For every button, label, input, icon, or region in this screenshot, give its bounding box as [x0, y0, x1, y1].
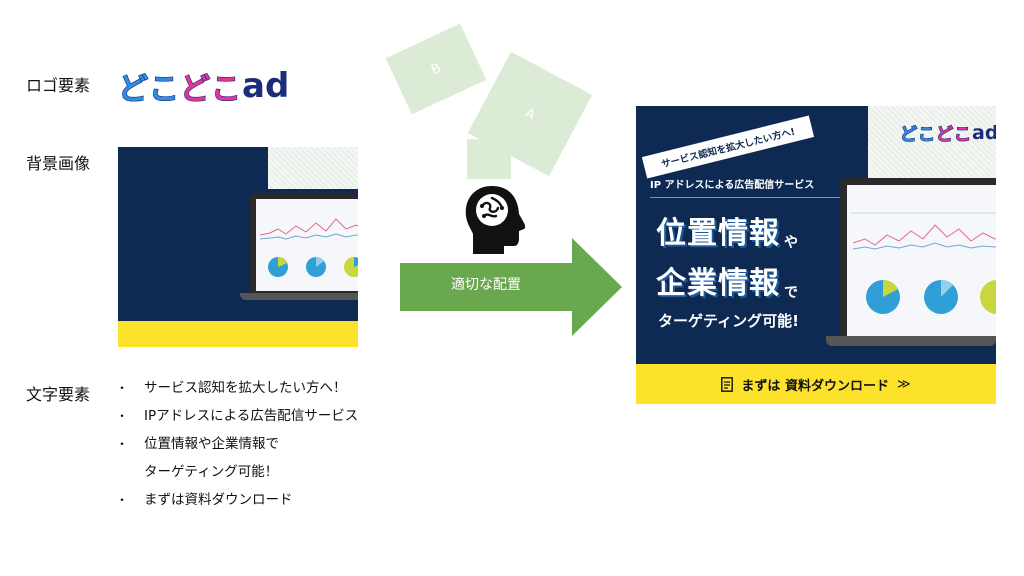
banner-laptop-base — [826, 336, 996, 346]
list-item: ・サービス認知を拡大したい方へ！ — [116, 380, 347, 396]
banner-dashboard-graphic — [851, 212, 996, 314]
logo-char-3: ど — [179, 71, 210, 107]
logo-char-2: こ — [148, 71, 179, 107]
process-arrow — [400, 238, 622, 336]
arrow-label: 適切な配置 — [451, 277, 521, 293]
banner-line3: ターゲティング可能! — [658, 312, 799, 330]
floating-card-b: B — [385, 23, 487, 115]
brain-head-icon — [465, 186, 526, 254]
banner-laptop-screen — [840, 178, 996, 336]
logo-suffix: ad — [242, 66, 290, 106]
laptop-screen — [250, 193, 358, 293]
floating-card-small — [467, 139, 511, 179]
list-item-continuation: ターゲティング可能！ — [144, 464, 279, 480]
banner-logo: ど こ ど こ ad — [899, 121, 996, 146]
background-image-sample — [118, 147, 358, 347]
banner-dashboard — [847, 185, 996, 336]
label-background-image: 背景画像 — [26, 154, 91, 173]
laptop-base — [240, 293, 358, 300]
label-text-element: 文字要素 — [26, 385, 91, 404]
logo-char-1: ど — [117, 71, 148, 107]
yellow-strip — [118, 321, 358, 347]
dashboard-screen — [256, 199, 358, 291]
logo-char-4: こ — [210, 71, 241, 107]
banner-line1: 位置情報 や — [656, 216, 799, 251]
download-cta-button[interactable]: まずは 資料ダウンロード ≫ — [636, 364, 996, 404]
text-element-list: ・サービス認知を拡大したい方へ！ ・IPアドレスによる広告配信サービス ・位置情… — [116, 374, 358, 514]
hatch-pattern — [268, 147, 358, 189]
dashboard-graphic — [259, 218, 358, 277]
label-logo-element: ロゴ要素 — [26, 76, 91, 95]
double-chevron-right-icon: ≫ — [896, 376, 911, 392]
list-item: ・まずは資料ダウンロード — [116, 492, 293, 508]
banner-ribbon: サービス認知を拡大したい方へ! — [641, 115, 815, 179]
cta-label: まずは 資料ダウンロード — [741, 378, 889, 394]
banner-line2: 企業情報 で — [656, 266, 799, 301]
result-banner: ど こ ど こ ad サービス認知を拡大したい方へ! IP アドレスによる広告配… — [636, 106, 996, 404]
document-icon — [721, 376, 734, 392]
list-item: ・IPアドレスによる広告配信サービス — [116, 408, 359, 424]
banner-subtitle: IP アドレスによる広告配信サービス — [650, 176, 850, 198]
dokodoko-ad-logo: ど こ ど こ ad — [117, 66, 290, 108]
list-item: ・位置情報や企業情報で — [116, 436, 279, 452]
banner-hatch — [868, 106, 996, 184]
